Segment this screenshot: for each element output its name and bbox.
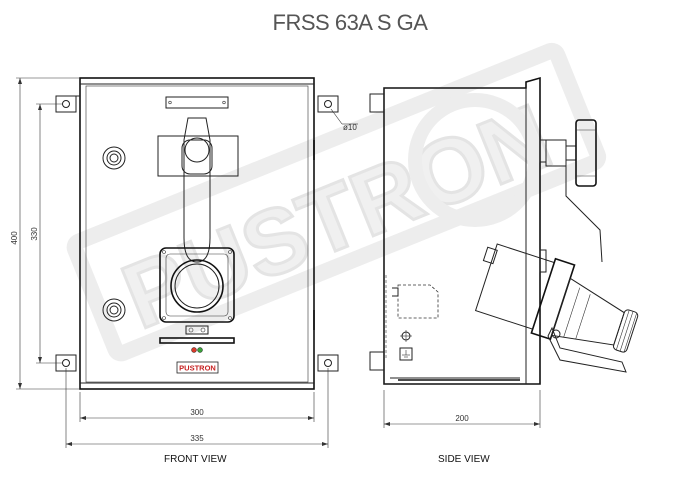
watermark-ring xyxy=(408,93,542,227)
side-view-label: SIDE VIEW xyxy=(438,454,490,465)
indicator-lamp-red xyxy=(191,347,197,353)
side-view xyxy=(369,76,639,385)
socket-lid-hinge xyxy=(185,325,209,335)
switch-base xyxy=(157,135,239,177)
front-enclosure xyxy=(79,77,315,390)
side-bracket-bottom xyxy=(369,351,385,371)
socket-outlet xyxy=(159,247,235,323)
dim-overall-width: 335 xyxy=(190,434,204,443)
label-plate xyxy=(165,96,229,109)
mount-bracket-tr xyxy=(317,95,339,113)
dim-hole-diameter: ø10 xyxy=(343,123,357,132)
dim-depth: 200 xyxy=(455,414,469,423)
side-enclosure xyxy=(383,76,541,385)
dim-front-width: 300 xyxy=(190,408,204,417)
socket-cover xyxy=(547,326,627,373)
dim-overall-height: 400 xyxy=(10,231,19,245)
drawing-title: FRSS 63A S GA xyxy=(272,10,428,35)
indicator-lamp-green xyxy=(197,347,203,353)
switch-handle xyxy=(183,117,211,263)
front-dimensions: 400 330 300 335 xyxy=(10,77,329,448)
cable-gland-bottom xyxy=(102,298,126,322)
front-door-inner xyxy=(85,85,309,383)
side-socket xyxy=(474,243,639,353)
side-handle xyxy=(545,119,603,263)
internal-component xyxy=(385,275,439,360)
front-view-label: FRONT VIEW xyxy=(164,454,227,465)
side-dimensions: 200 xyxy=(383,390,541,428)
side-bracket-top xyxy=(369,93,385,113)
logo-text: PUSTRON xyxy=(179,364,216,373)
dim-mount-height: 330 xyxy=(30,227,39,241)
logo-badge xyxy=(176,361,219,374)
earth-terminal xyxy=(399,330,413,361)
front-view: PUSTRON ø10 xyxy=(55,77,358,390)
cable-gland-top xyxy=(102,146,126,170)
